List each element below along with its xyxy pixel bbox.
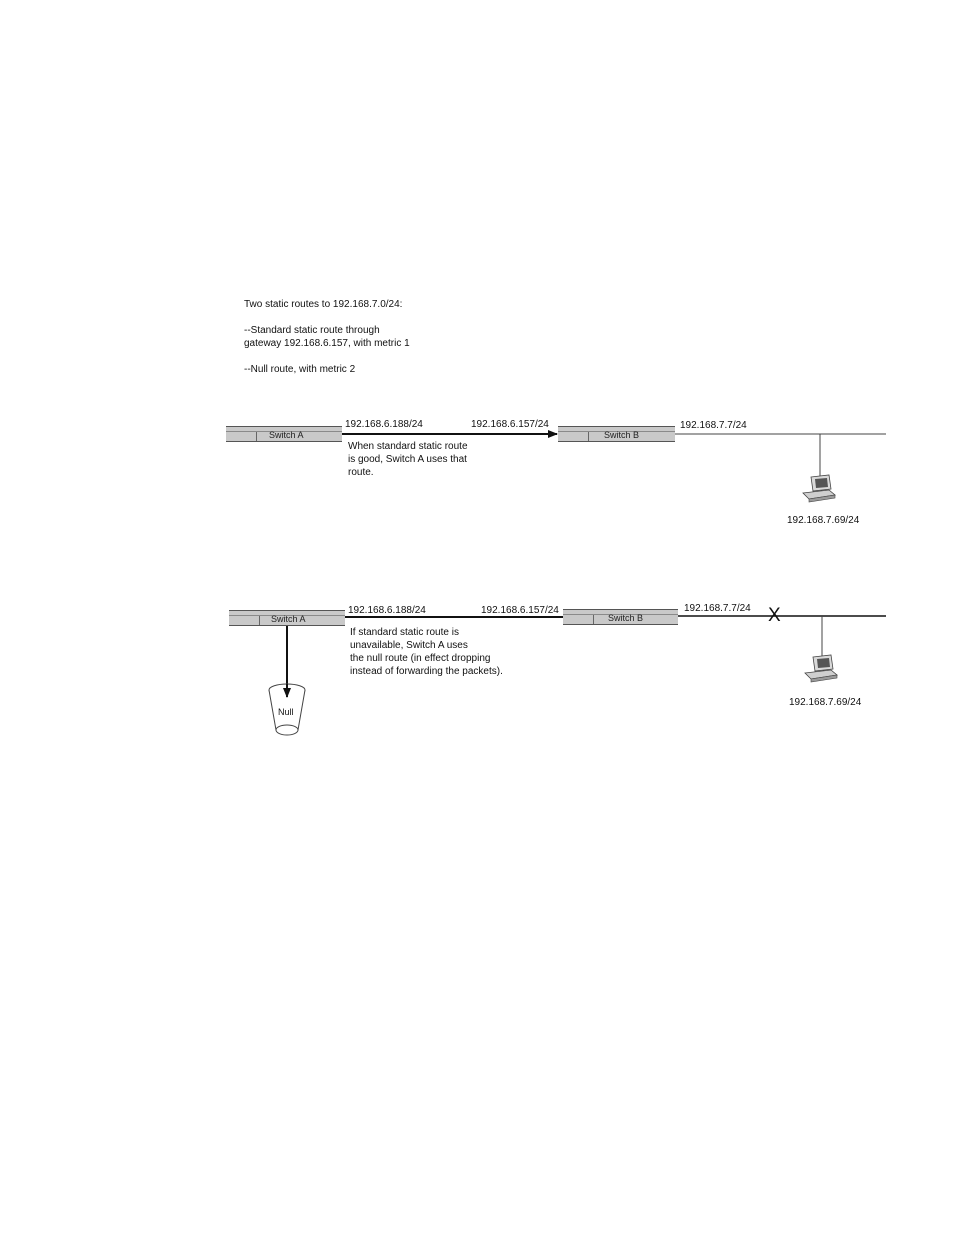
intro-text: Two static routes to 192.168.7.0/24: --S… bbox=[244, 298, 410, 376]
intro-line-2: gateway 192.168.6.157, with metric 1 bbox=[244, 338, 410, 349]
bottom-note-line: the null route (in effect dropping bbox=[350, 653, 491, 664]
top-note-line: When standard static route bbox=[348, 441, 468, 452]
intro-title: Two static routes to 192.168.7.0/24: bbox=[244, 299, 403, 310]
top-note-line: is good, Switch A uses that bbox=[348, 454, 467, 465]
switch-b-label: Switch B bbox=[608, 613, 644, 623]
bottom-note-line: unavailable, Switch A uses bbox=[350, 640, 468, 651]
computer-icon bbox=[804, 654, 838, 683]
computer-icon bbox=[802, 474, 836, 503]
top-note-line: route. bbox=[348, 467, 374, 478]
ip-switch-b-top: 192.168.7.7/24 bbox=[680, 420, 747, 431]
switch-b-label: Switch B bbox=[604, 430, 640, 440]
bottom-note: If standard static route is unavailable,… bbox=[350, 626, 503, 678]
null-label: Null bbox=[278, 707, 294, 717]
switch-a-label: Switch A bbox=[269, 430, 304, 440]
ip-gateway-bottom: 192.168.6.157/24 bbox=[481, 605, 559, 616]
ip-switch-a-bottom: 192.168.6.188/24 bbox=[348, 605, 426, 616]
ip-host-top: 192.168.7.69/24 bbox=[787, 515, 860, 526]
ip-gateway-top: 192.168.6.157/24 bbox=[471, 419, 549, 430]
switch-a-top: Switch A bbox=[226, 426, 342, 442]
bottom-note-line: instead of forwarding the packets). bbox=[350, 666, 503, 677]
switch-a-bottom: Switch A bbox=[229, 610, 345, 626]
trash-bin-icon bbox=[268, 683, 306, 736]
bottom-note-line: If standard static route is bbox=[350, 627, 459, 638]
ip-switch-b-bottom: 192.168.7.7/24 bbox=[684, 603, 751, 614]
ip-switch-a-top: 192.168.6.188/24 bbox=[345, 419, 423, 430]
top-note: When standard static route is good, Swit… bbox=[348, 440, 468, 479]
switch-a-label: Switch A bbox=[271, 614, 306, 624]
intro-line-1: --Standard static route through bbox=[244, 325, 380, 336]
link-down-mark: X bbox=[768, 605, 781, 626]
switch-b-top: Switch B bbox=[558, 426, 675, 442]
ip-host-bottom: 192.168.7.69/24 bbox=[789, 697, 862, 708]
switch-b-bottom: Switch B bbox=[563, 609, 678, 625]
intro-line-3: --Null route, with metric 2 bbox=[244, 364, 356, 375]
